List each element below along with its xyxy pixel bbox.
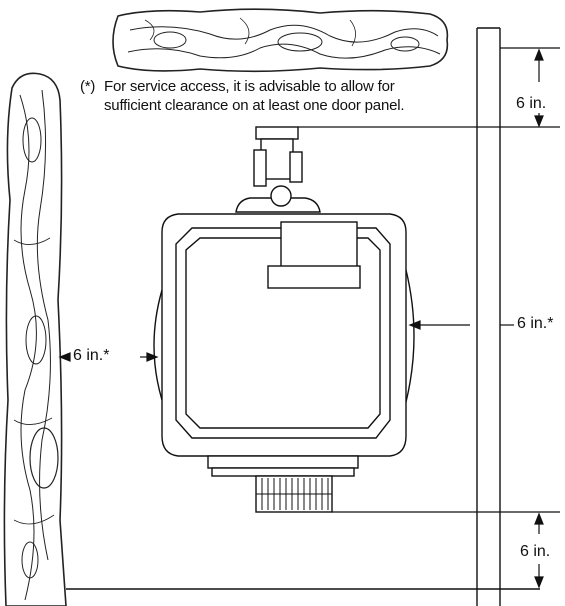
left-clearance-label: 6 in.* (73, 347, 110, 365)
bottom-clearance-label: 6 in. (520, 543, 551, 561)
top-clearance-label: 6 in. (516, 95, 547, 113)
dimension-lines (58, 47, 560, 589)
note-line-1: For service access, it is advisable to a… (104, 78, 395, 95)
right-clearance-label: 6 in.* (517, 315, 554, 333)
right-wall (476, 27, 501, 606)
left-wood-post (3, 72, 67, 606)
note-line-2: sufficient clearance on at least one doo… (104, 97, 405, 114)
top-wood-beam (112, 8, 449, 73)
water-heater-unit (153, 126, 415, 513)
service-access-note: (*) For service access, it is advisable t… (80, 77, 405, 115)
note-marker: (*) (80, 78, 96, 95)
